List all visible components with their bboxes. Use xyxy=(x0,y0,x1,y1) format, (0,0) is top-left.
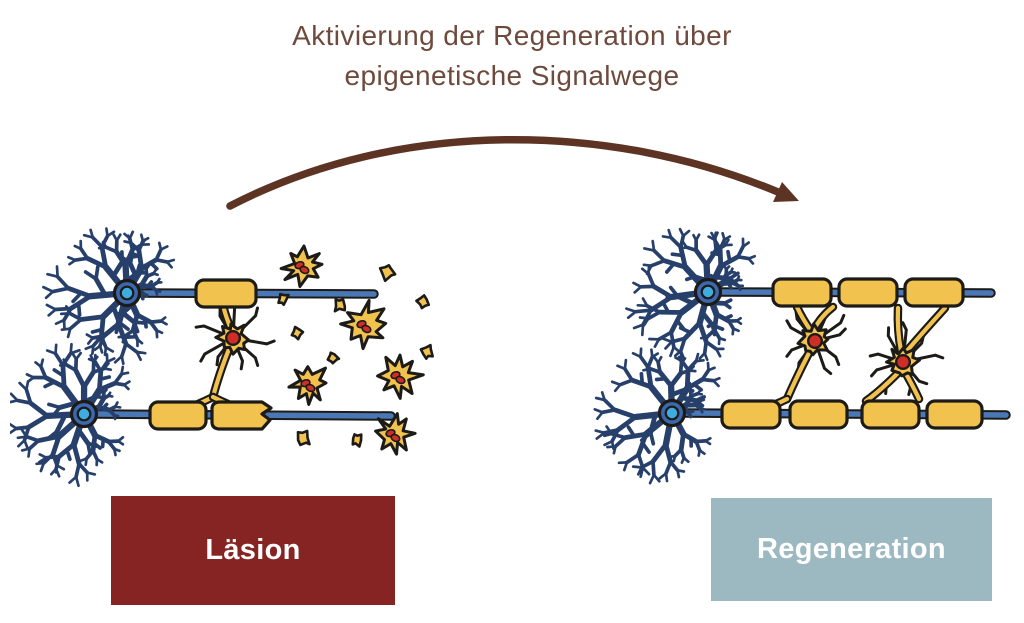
debris-cell xyxy=(339,298,388,351)
title-line-1: Aktivierung der Regeneration über xyxy=(292,20,732,51)
myelin-debris-fragment xyxy=(326,351,341,365)
myelin-debris-fragment xyxy=(419,343,434,360)
oligodendrocyte-body xyxy=(885,346,922,378)
regeneration-label-box: Regeneration xyxy=(711,498,992,601)
myelin-segment xyxy=(860,399,921,430)
neuron-dendrites xyxy=(593,347,721,485)
regeneration-label: Regeneration xyxy=(757,533,946,565)
myelin-segment xyxy=(837,277,899,308)
lesion-illustration xyxy=(10,227,434,488)
neuron-soma xyxy=(657,398,687,428)
myelin-segment xyxy=(148,400,208,431)
myelin-debris-fragment xyxy=(351,433,363,448)
myelin-segment xyxy=(720,399,782,430)
myelin-segment xyxy=(925,399,984,430)
neuron-dendrites xyxy=(625,227,757,362)
title-line-2: epigenetische Signalwege xyxy=(344,60,680,91)
lesion-label: Läsion xyxy=(205,534,301,566)
debris-cell xyxy=(374,412,417,456)
neuron-dendrites xyxy=(42,227,176,366)
diagram-title: Aktivierung der Regeneration über epigen… xyxy=(0,16,1024,96)
debris-cell xyxy=(376,353,425,400)
debris-cell xyxy=(287,365,328,406)
myelin-debris-fragment xyxy=(296,429,311,447)
oligodendrocyte-body xyxy=(214,322,251,356)
myelin-debris-fragment xyxy=(290,325,305,341)
neuron-soma xyxy=(693,277,723,307)
oligodendrocyte-body xyxy=(796,322,830,357)
debris-cell xyxy=(279,244,324,288)
damaged-myelin-segment xyxy=(210,400,273,431)
regeneration-illustration xyxy=(593,227,1011,485)
arrow-head xyxy=(773,182,799,202)
myelin-segment xyxy=(194,278,258,309)
myelin-segment xyxy=(903,277,965,308)
myelin-debris-fragment xyxy=(378,264,397,283)
myelin-debris-fragment xyxy=(333,298,347,313)
neuron-soma xyxy=(112,278,142,308)
myelin-debris-fragment xyxy=(277,292,290,307)
myelin-segment xyxy=(771,277,833,308)
myelin-debris-fragment xyxy=(415,294,431,310)
neuron-dendrites xyxy=(10,342,131,488)
arrow-curve xyxy=(226,135,782,210)
neuron-soma xyxy=(69,399,99,429)
myelin-segment xyxy=(788,399,849,430)
activation-arrow-icon xyxy=(226,135,799,210)
lesion-label-box: Läsion xyxy=(111,496,395,605)
